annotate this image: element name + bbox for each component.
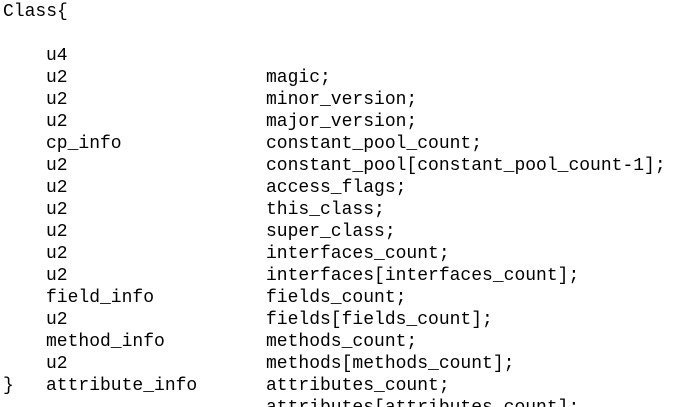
field-row: u2 attributes_count; [0,331,450,396]
field-name: magic; [266,68,331,88]
field-type: u2 [46,222,68,242]
field-type: method_info [46,332,165,352]
field-row: u2 super_class; [0,177,396,242]
field-name: attributes_count; [266,376,450,396]
field-row: u2 access_flags; [0,133,406,198]
field-type: u2 [46,68,68,88]
field-row: u2 interfaces_count; [0,199,450,264]
field-row: u2 interfaces[interfaces_count]; [0,221,579,286]
field-type: attribute_info [46,376,198,396]
field-name: methods[methods_count]; [266,354,515,374]
field-type: u2 [46,156,68,176]
field-row: u2 minor_version; [0,45,417,110]
field-type: u2 [46,90,68,110]
field-name: super_class; [266,222,396,242]
field-type: u2 [46,266,68,286]
field-type: u2 [46,310,68,330]
field-name: access_flags; [266,178,407,198]
class-close-brace: } [3,376,14,396]
field-name: fields[fields_count]; [266,310,493,330]
field-row: u4 magic; [0,23,331,88]
field-type: u2 [46,244,68,264]
field-row: u2 methods_count; [0,287,417,352]
field-type: u2 [46,112,68,132]
field-type: u2 [46,200,68,220]
field-row: attribute_info attributes[attributes_cou… [0,353,579,407]
field-type: u4 [46,46,68,66]
field-type: cp_info [46,134,122,154]
field-row: cp_info constant_pool[constant_pool_coun… [0,111,666,176]
class-open-brace: Class{ [3,2,68,22]
field-name: interfaces_count; [266,244,450,264]
field-type: field_info [46,288,155,308]
field-row: u2 constant_pool_count; [0,89,482,154]
field-name: methods_count; [266,332,418,352]
field-type: u2 [46,178,68,198]
field-row: u2 this_class; [0,155,385,220]
field-row: u2 fields_count; [0,243,406,308]
field-row: field_info fields[fields_count]; [0,265,493,330]
field-name: this_class; [266,200,385,220]
field-name: minor_version; [266,90,418,110]
field-name: interfaces[interfaces_count]; [266,266,580,286]
field-row: method_info methods[methods_count]; [0,309,514,374]
field-name: major_version; [266,112,418,132]
field-name: attributes[attributes_count]; [266,397,579,407]
field-name: constant_pool_count; [266,134,483,154]
field-name: constant_pool[constant_pool_count-1]; [266,156,666,176]
field-row: u2 major_version; [0,67,417,132]
field-type: u2 [46,354,68,374]
field-name: fields_count; [266,288,407,308]
